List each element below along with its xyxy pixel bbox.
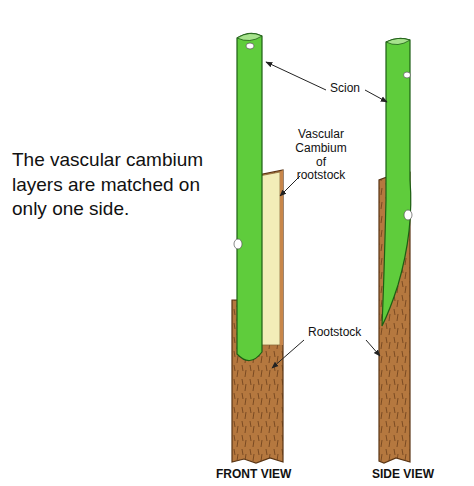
scion-cut-top (237, 33, 262, 40)
view-label: SIDE VIEW (372, 468, 434, 482)
bud (234, 239, 242, 249)
part-label: Rootstock (308, 326, 361, 340)
bud (246, 43, 254, 49)
note-text: The vascular cambium layers are matched … (12, 148, 217, 222)
part-label: Scion (330, 82, 360, 96)
bud (404, 72, 411, 78)
bud (404, 210, 412, 220)
scion-front (237, 33, 262, 360)
scion-cut-top (386, 38, 410, 44)
view-label: FRONT VIEW (216, 468, 291, 482)
part-label: Vascular Cambium of rootstock (290, 128, 352, 183)
leader-line (272, 340, 304, 368)
leader-line (365, 90, 387, 102)
leader-line (366, 340, 380, 356)
leader-line (266, 62, 326, 90)
scion-side (382, 38, 411, 326)
